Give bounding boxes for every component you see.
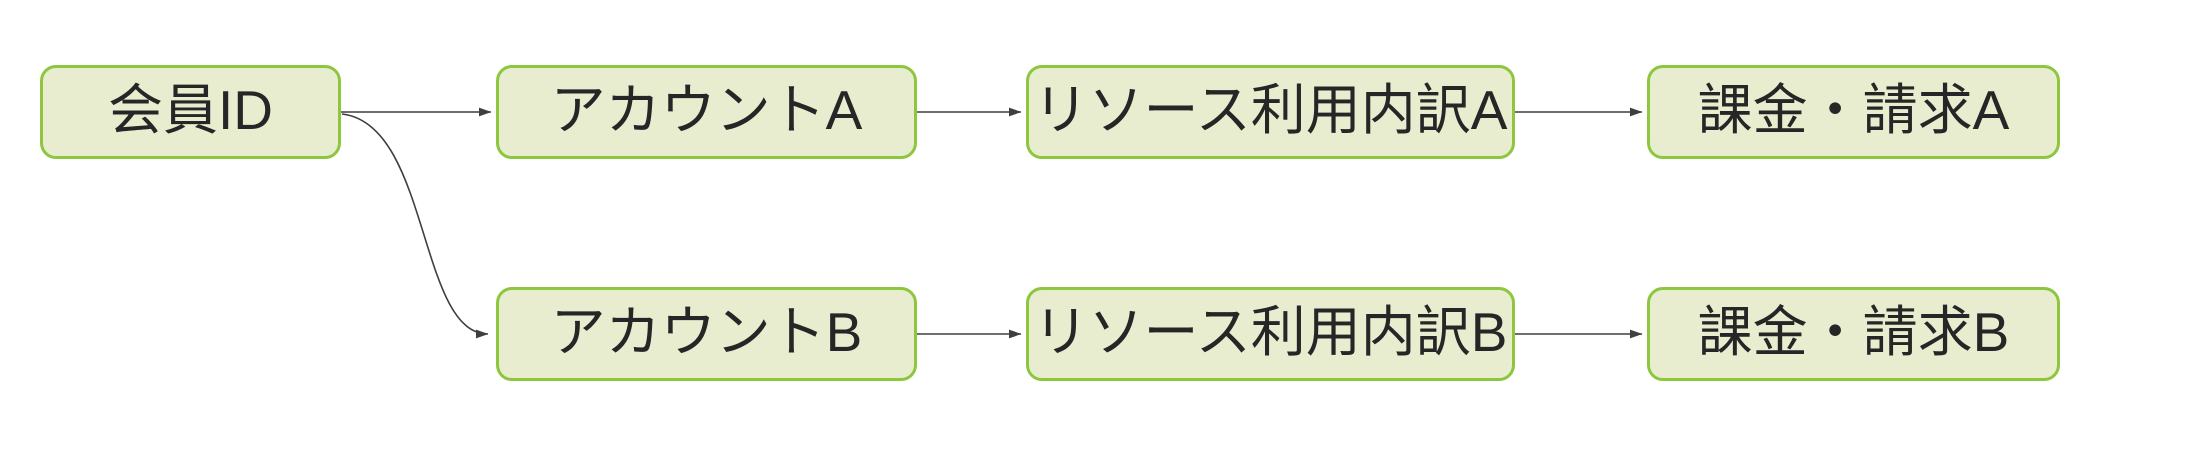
node-billing-a-label: 課金・請求A (1697, 78, 2010, 141)
node-account-a: アカウントA (496, 65, 917, 159)
node-member-id: 会員ID (40, 65, 341, 159)
node-resource-usage-b: リソース利用内訳B (1026, 287, 1515, 381)
node-billing-b-label: 課金・請求B (1697, 300, 2010, 363)
node-account-b: アカウントB (496, 287, 917, 381)
node-member-id-label: 会員ID (107, 78, 273, 141)
node-resource-usage-a: リソース利用内訳A (1026, 65, 1515, 159)
node-account-a-label: アカウントA (550, 78, 863, 141)
node-resource-usage-a-label: リソース利用内訳A (1033, 78, 1508, 141)
node-billing-a: 課金・請求A (1647, 65, 2060, 159)
node-account-b-label: アカウントB (550, 300, 863, 363)
node-billing-b: 課金・請求B (1647, 287, 2060, 381)
edge-member-id-to-account-b (341, 113, 489, 339)
node-resource-usage-b-label: リソース利用内訳B (1033, 300, 1508, 363)
